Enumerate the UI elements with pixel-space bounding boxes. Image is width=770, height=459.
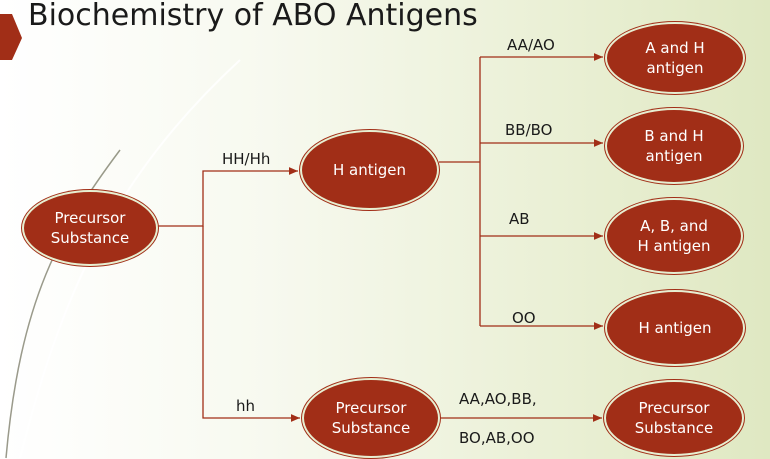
genotype-label-hh-hh: HH/Hh xyxy=(222,150,271,168)
a-b-and-h-antigen-node: A, B, and H antigen xyxy=(605,198,743,274)
genotype-label-ab: AB xyxy=(509,210,530,228)
genotype-label-oo: OO xyxy=(512,309,536,327)
page-title: Biochemistry of ABO Antigens xyxy=(28,0,478,33)
b-and-h-antigen-node: B and H antigen xyxy=(605,108,743,184)
h-antigen-right-node: H antigen xyxy=(605,290,745,366)
genotype-label-hh: hh xyxy=(236,397,256,415)
genotype-label-aa-ao: AA/AO xyxy=(507,36,555,54)
arrow-to-h-antigen xyxy=(158,167,298,227)
genotype-list-line2: BO,AB,OO xyxy=(459,429,535,447)
precursor-substance-right-node: Precursor Substance xyxy=(604,380,744,456)
genotype-label-bb-bo: BB/BO xyxy=(505,121,553,139)
arrow-to-precursor-bottom xyxy=(202,226,300,422)
title-arrow-marker xyxy=(0,14,22,60)
precursor-substance-node: Precursor Substance xyxy=(22,190,158,266)
h-antigen-node: H antigen xyxy=(300,130,439,210)
genotype-list-line1: AA,AO,BB, xyxy=(459,390,537,408)
background-curve-dark xyxy=(5,149,121,459)
a-and-h-antigen-node: A and H antigen xyxy=(605,22,745,94)
precursor-substance-bottom-node: Precursor Substance xyxy=(302,378,440,458)
